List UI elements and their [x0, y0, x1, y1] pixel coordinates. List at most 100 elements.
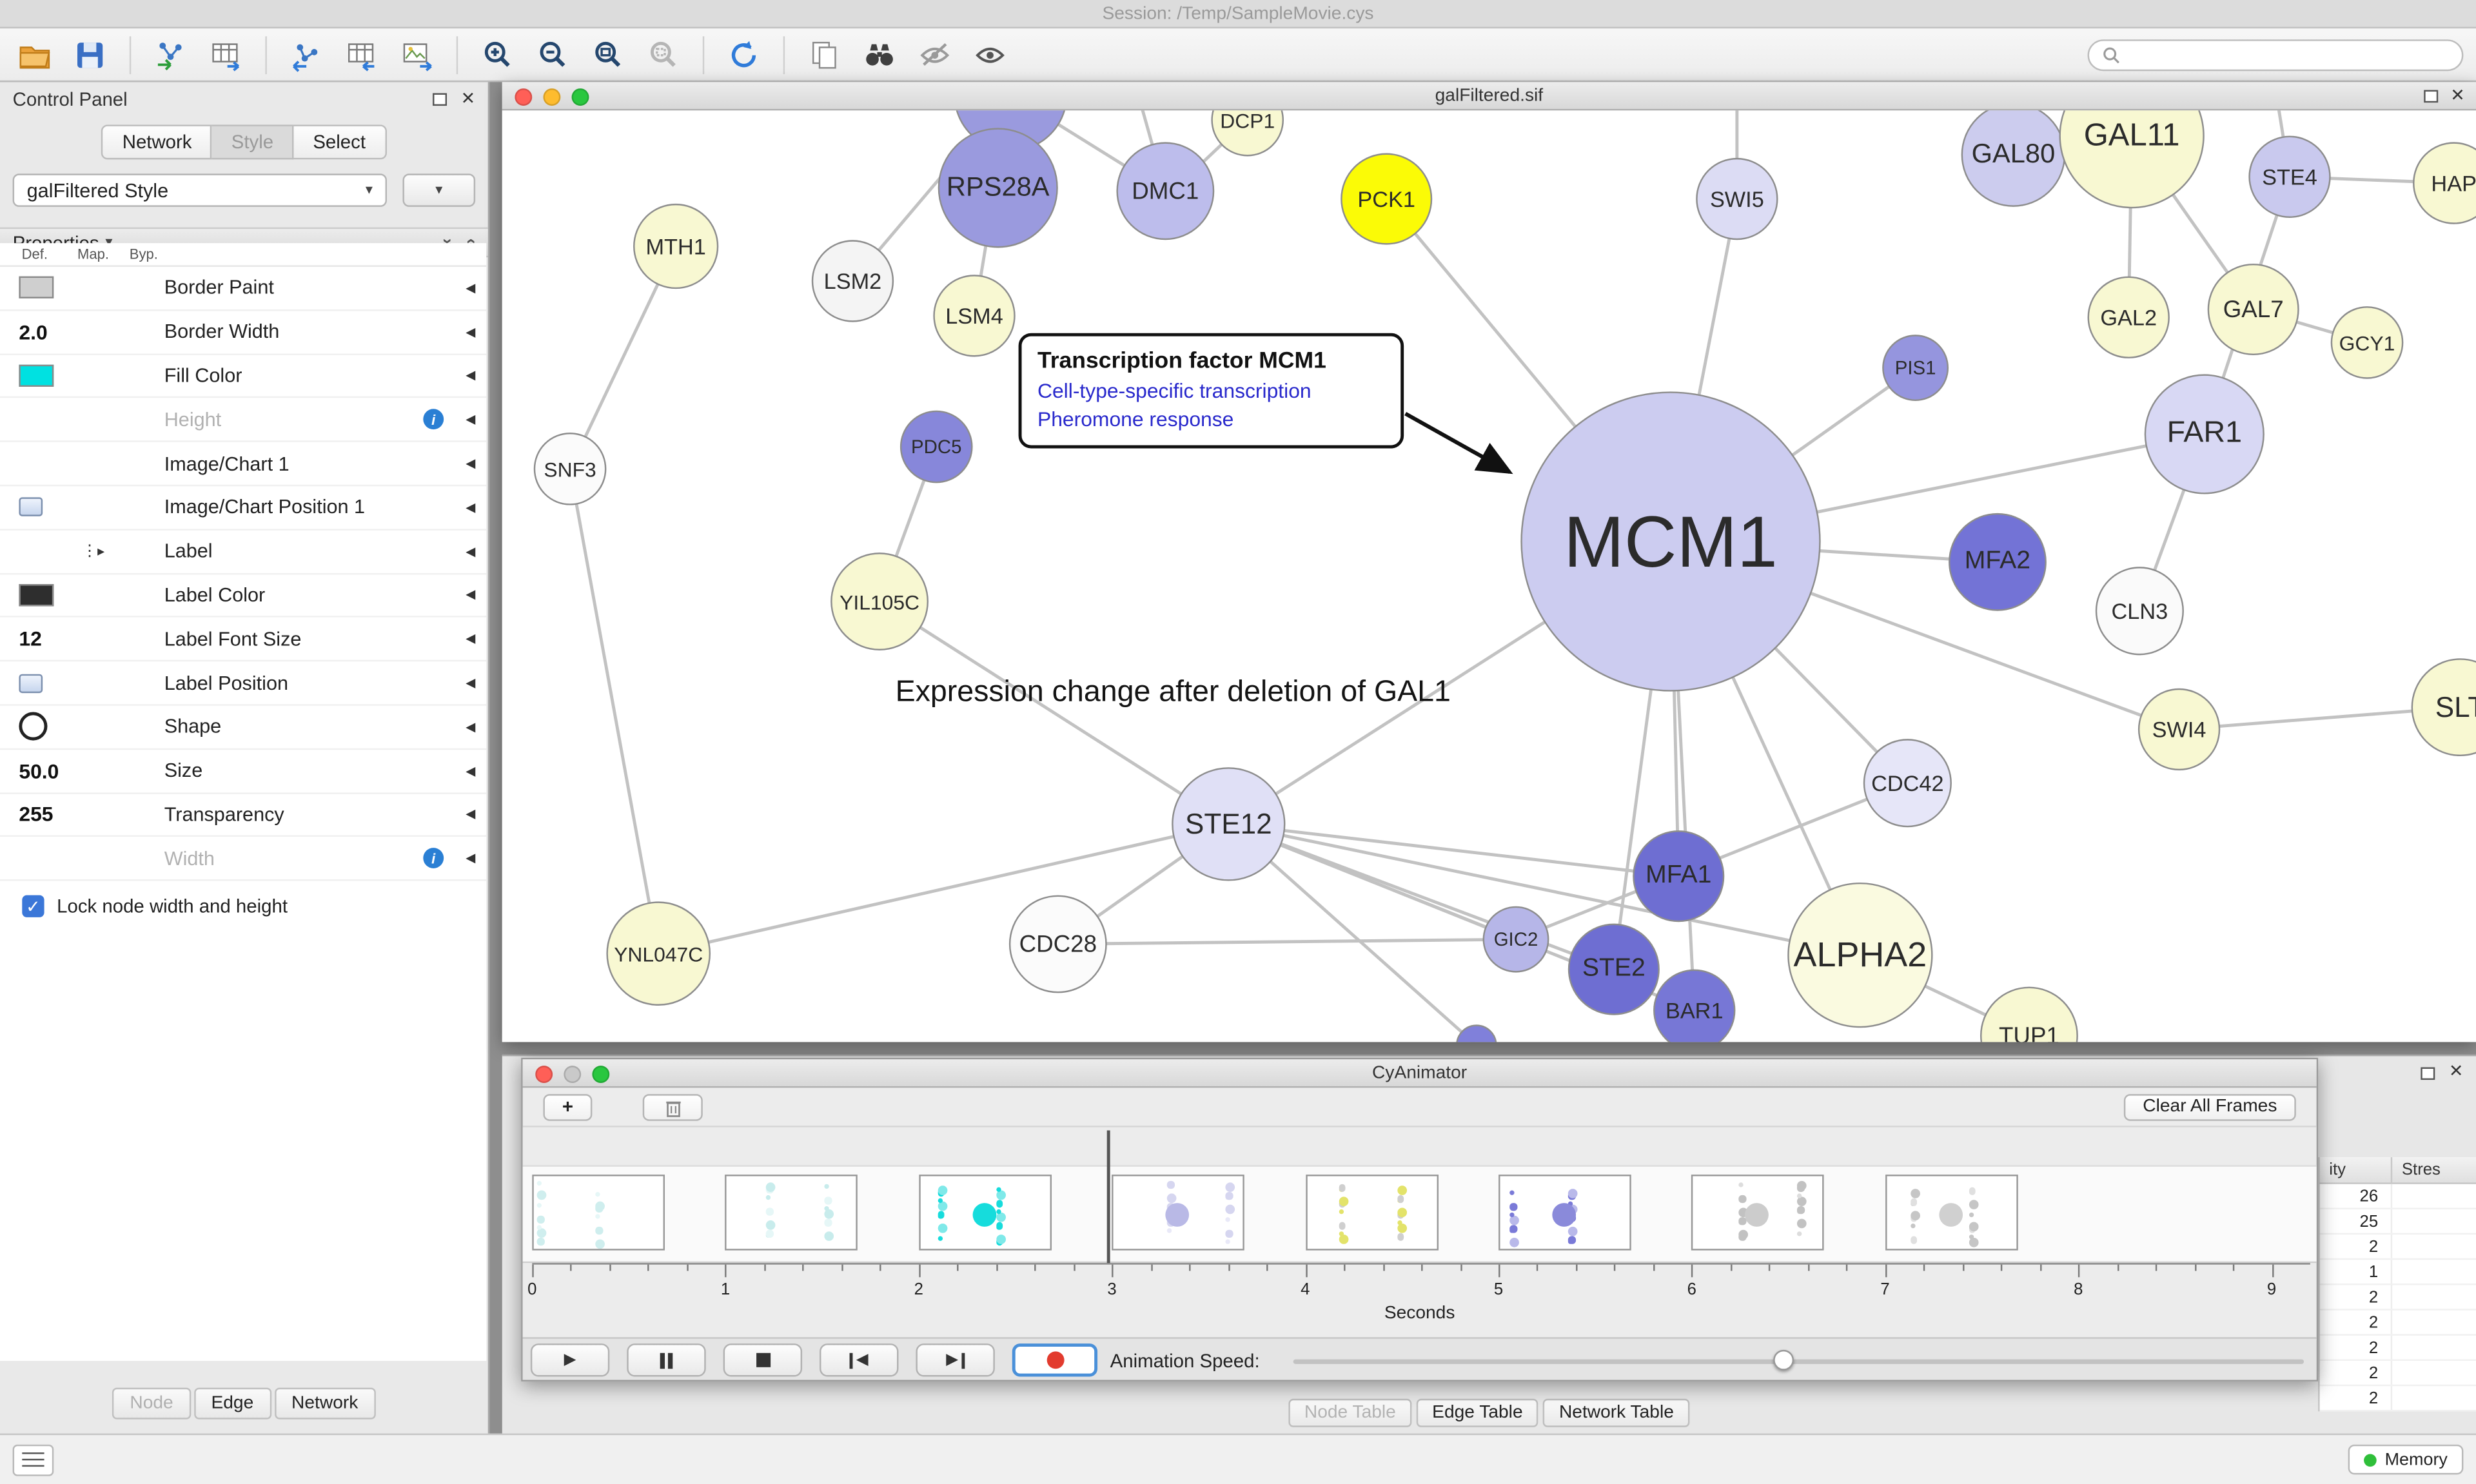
network-node-pdc5[interactable]: PDC5: [899, 410, 973, 483]
network-node-swi5[interactable]: SWI5: [1696, 157, 1778, 240]
network-node-alpha2[interactable]: ALPHA2: [1787, 882, 1933, 1028]
float-window-icon[interactable]: [2423, 90, 2438, 103]
shape-circle-icon[interactable]: [19, 712, 48, 741]
close-panel-icon[interactable]: ✕: [460, 89, 476, 108]
search-field[interactable]: [2087, 39, 2464, 70]
search-input[interactable]: [2128, 43, 2450, 66]
expand-row-arrow-icon[interactable]: ◀: [466, 500, 476, 515]
expand-row-arrow-icon[interactable]: ◀: [466, 851, 476, 866]
zoom-traffic-light[interactable]: [592, 1066, 610, 1084]
network-node-gal80[interactable]: GAL80: [1961, 110, 2066, 207]
hide-selected-button[interactable]: [913, 34, 958, 75]
network-node-cdc42[interactable]: CDC42: [1863, 739, 1952, 828]
panel-tab-network[interactable]: Network: [274, 1387, 376, 1420]
memory-button[interactable]: Memory: [2348, 1444, 2464, 1475]
table-tab-node-table[interactable]: Node Table: [1288, 1398, 1412, 1427]
property-row-fill-color[interactable]: Fill Color◀: [0, 355, 487, 399]
apply-layout-button[interactable]: [722, 34, 766, 75]
network-node-yil105c[interactable]: YIL105C: [830, 552, 929, 650]
frame-thumbnail-2[interactable]: [918, 1175, 1052, 1251]
network-node-cln3[interactable]: CLN3: [2095, 567, 2184, 656]
color-swatch[interactable]: [19, 277, 54, 299]
expand-row-arrow-icon[interactable]: ◀: [466, 456, 476, 471]
table-column-header[interactable]: ity: [2320, 1157, 2393, 1183]
table-row[interactable]: 2: [2319, 1285, 2476, 1311]
frame-thumbnail-4[interactable]: [1305, 1175, 1439, 1251]
zoom-traffic-light[interactable]: [571, 88, 589, 106]
first-neighbors-button[interactable]: [858, 34, 902, 75]
network-node-rps28a[interactable]: RPS28A: [938, 128, 1058, 248]
zoom-out-button[interactable]: [531, 34, 575, 75]
table-row[interactable]: 26: [2319, 1184, 2476, 1209]
position-icon[interactable]: [19, 673, 43, 693]
add-frame-button[interactable]: +: [543, 1093, 593, 1120]
property-row-image-chart-1[interactable]: Image/Chart 1◀: [0, 442, 487, 487]
property-row-image-chart-position-1[interactable]: Image/Chart Position 1◀: [0, 486, 487, 531]
float-panel-icon[interactable]: [432, 93, 447, 106]
expand-row-arrow-icon[interactable]: ◀: [466, 632, 476, 647]
frame-thumbnail-1[interactable]: [725, 1175, 858, 1251]
expand-row-arrow-icon[interactable]: ◀: [466, 544, 476, 559]
table-row[interactable]: 2: [2319, 1235, 2476, 1260]
zoom-in-button[interactable]: [475, 34, 520, 75]
annotation-link[interactable]: Pheromone response: [1037, 407, 1234, 431]
expand-row-arrow-icon[interactable]: ◀: [466, 368, 476, 383]
minimize-traffic-light[interactable]: [564, 1066, 582, 1084]
property-row-label-position[interactable]: Label Position◀: [0, 662, 487, 706]
pause-button[interactable]: [627, 1343, 706, 1377]
close-window-icon[interactable]: ✕: [2450, 86, 2465, 105]
clear-all-frames-button[interactable]: Clear All Frames: [2123, 1093, 2296, 1120]
save-session-button[interactable]: [68, 34, 112, 75]
network-node-lsm4[interactable]: LSM4: [933, 275, 1016, 357]
network-node-mfa1[interactable]: MFA1: [1633, 830, 1725, 923]
export-table-button[interactable]: [340, 34, 384, 75]
network-node-slt[interactable]: SLT: [2411, 658, 2476, 757]
network-node-gic2[interactable]: GIC2: [1482, 906, 1549, 973]
color-swatch[interactable]: [19, 584, 54, 607]
network-node-snf3[interactable]: SNF3: [533, 433, 607, 505]
network-node-gal2[interactable]: GAL2: [2087, 276, 2170, 358]
import-network-button[interactable]: [148, 34, 193, 75]
network-node-mcm1[interactable]: MCM1: [1520, 391, 1821, 692]
step-forward-button[interactable]: ▶: [916, 1343, 995, 1377]
position-icon[interactable]: [19, 498, 43, 517]
float-panel-icon[interactable]: [2420, 1066, 2435, 1079]
network-node-bar1[interactable]: BAR1: [1653, 969, 1736, 1042]
property-row-label-color[interactable]: Label Color◀: [0, 574, 487, 618]
expand-row-arrow-icon[interactable]: ◀: [466, 763, 476, 778]
info-icon[interactable]: i: [423, 848, 444, 869]
style-selector-dropdown[interactable]: galFiltered Style ▾: [12, 173, 388, 207]
panel-tab-node[interactable]: Node: [112, 1387, 191, 1420]
minimize-traffic-light[interactable]: [543, 88, 561, 106]
annotation-link[interactable]: Cell-type-specific transcription: [1037, 378, 1312, 403]
stop-button[interactable]: [723, 1343, 803, 1377]
play-button[interactable]: ▶: [530, 1343, 610, 1377]
annotation-box[interactable]: Transcription factor MCM1 Cell-type-spec…: [1018, 333, 1404, 449]
table-row[interactable]: 2: [2319, 1361, 2476, 1387]
table-tab-edge-table[interactable]: Edge Table: [1416, 1398, 1539, 1427]
delete-frame-button[interactable]: [642, 1093, 703, 1120]
color-swatch[interactable]: [19, 364, 54, 387]
expand-row-arrow-icon[interactable]: ◀: [466, 280, 476, 295]
show-hidden-button[interactable]: [968, 34, 1012, 75]
close-traffic-light[interactable]: [515, 88, 533, 106]
close-panel-icon[interactable]: ✕: [2448, 1062, 2464, 1082]
expand-row-arrow-icon[interactable]: ◀: [466, 676, 476, 690]
panel-toggle-button[interactable]: [12, 1443, 54, 1476]
discrete-mapping-icon[interactable]: ⋮▸: [81, 542, 105, 560]
lock-size-checkbox[interactable]: ✓: [22, 895, 44, 918]
network-node-pck1[interactable]: PCK1: [1341, 153, 1433, 245]
property-row-label[interactable]: ⋮▸Label◀: [0, 530, 487, 574]
expand-row-arrow-icon[interactable]: ◀: [466, 719, 476, 734]
import-table-button[interactable]: [204, 34, 248, 75]
frame-thumbnail-3[interactable]: [1112, 1175, 1245, 1251]
network-node-mfa2[interactable]: MFA2: [1949, 513, 2047, 611]
panel-tab-edge[interactable]: Edge: [193, 1387, 271, 1420]
network-node-ste2[interactable]: STE2: [1567, 923, 1660, 1015]
